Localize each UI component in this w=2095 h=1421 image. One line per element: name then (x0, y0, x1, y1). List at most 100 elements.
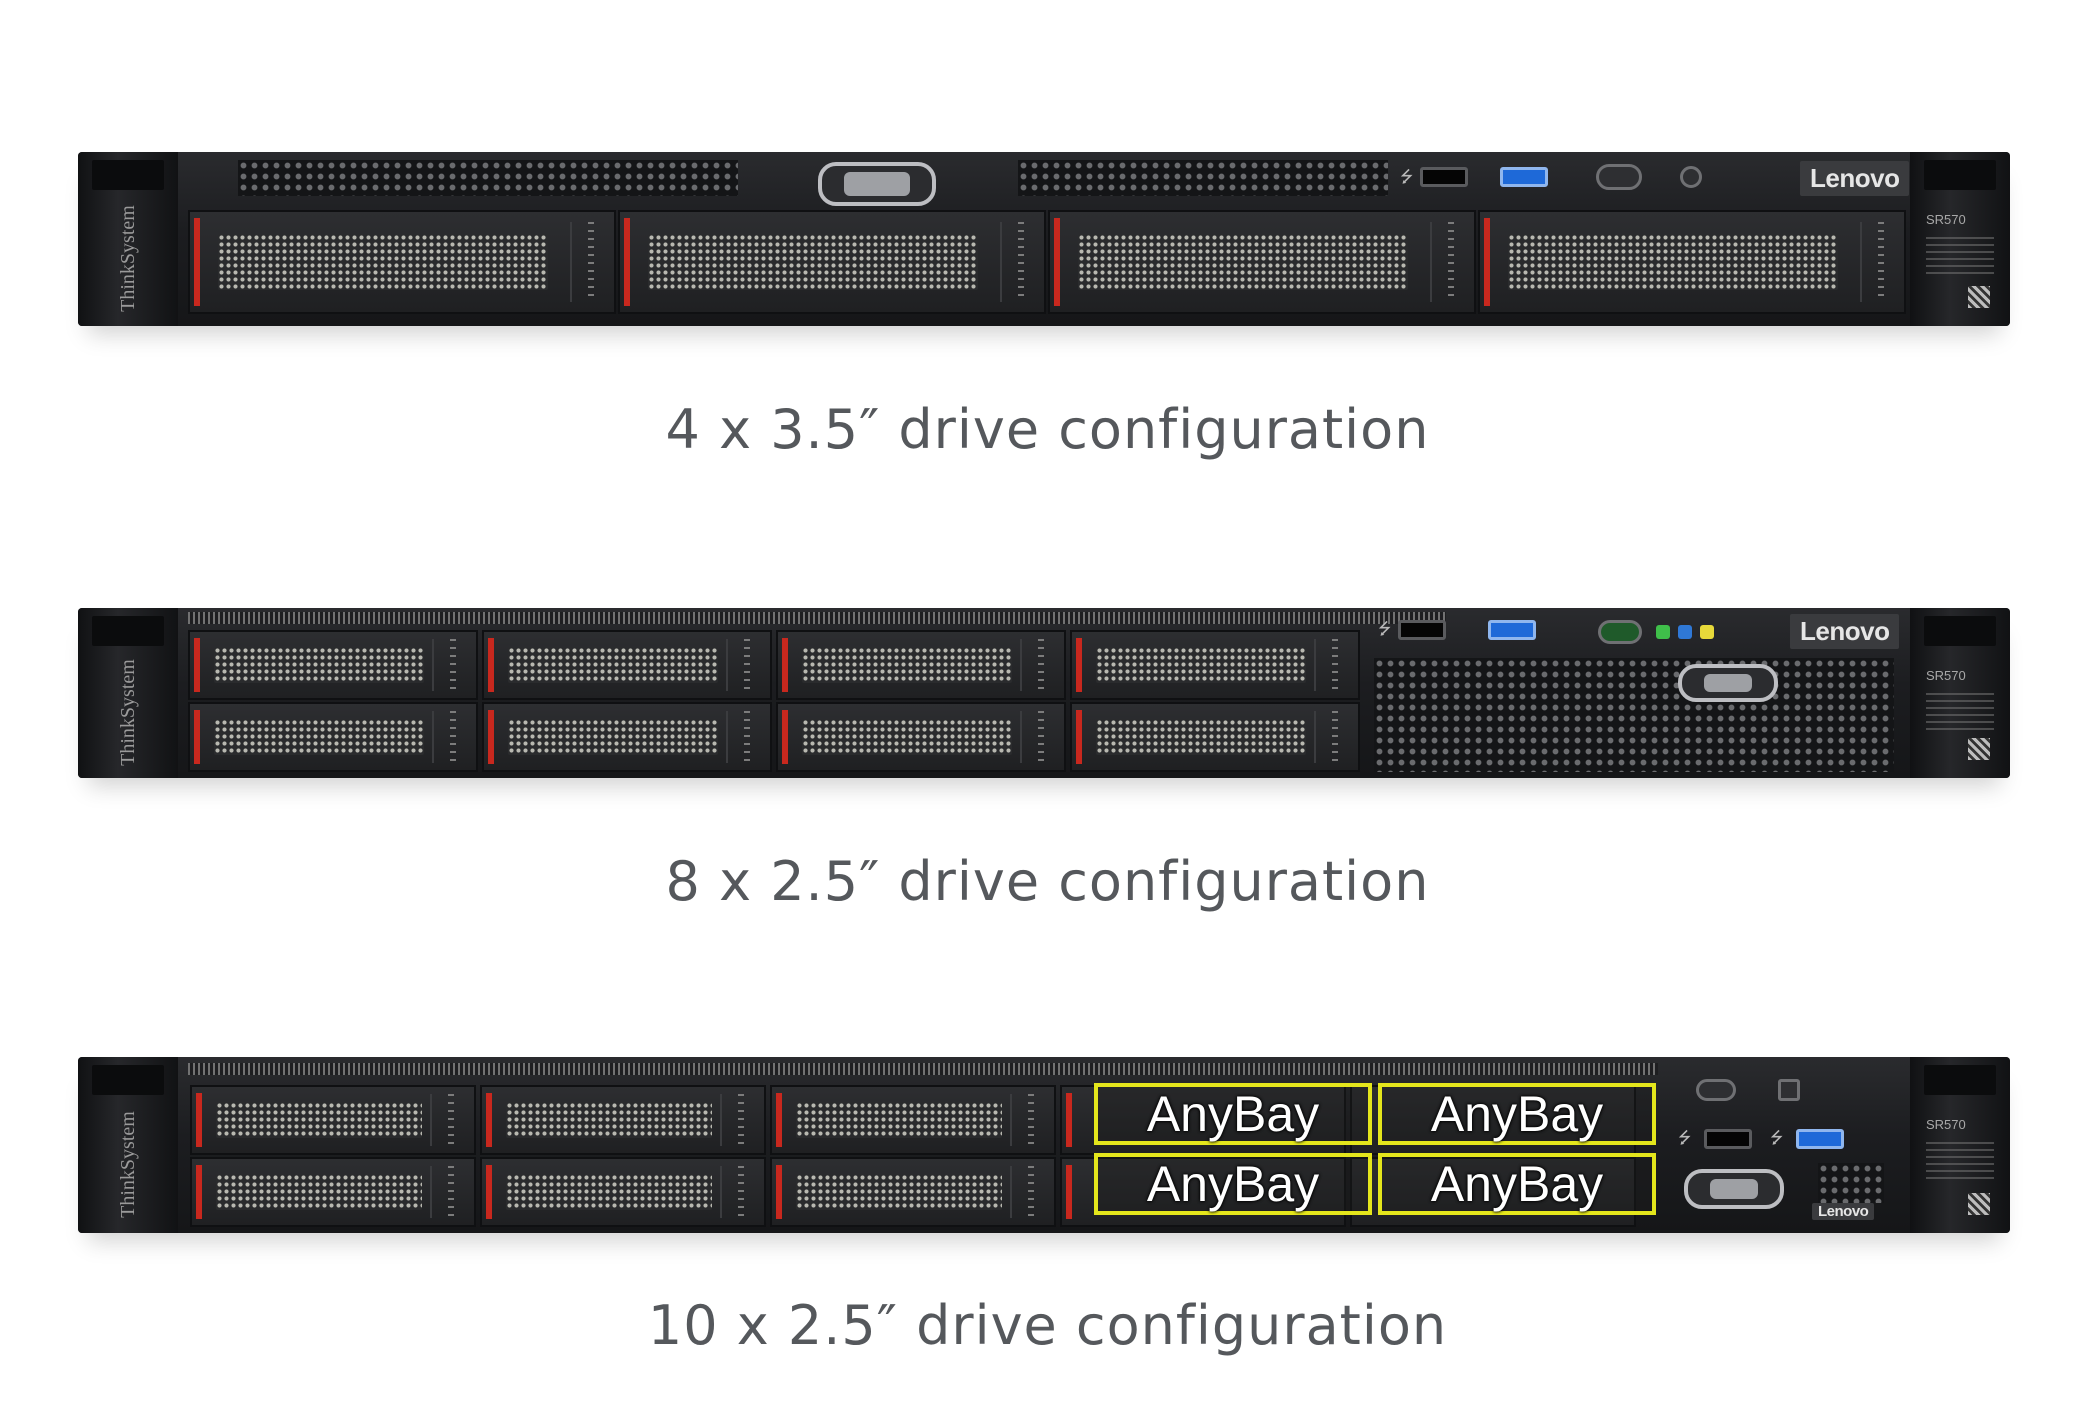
top-vent-strip (188, 612, 1446, 624)
drive-grille (508, 718, 718, 756)
usb-icon: ⭍ (1378, 619, 1392, 638)
drive-grille (508, 646, 718, 684)
anybay-highlight-2: AnyBay (1378, 1083, 1656, 1145)
drive-handle (1000, 222, 1036, 302)
drive-handle (1314, 710, 1350, 764)
drive-handle (430, 1093, 466, 1147)
drive-grille (1078, 234, 1408, 290)
lenovo-logo: Lenovo (1790, 614, 1900, 649)
drive-handle (1010, 1165, 1046, 1219)
lenovo-logo: Lenovo (1812, 1203, 1875, 1220)
top-vent-left (238, 160, 738, 196)
drive-bay-2.5-2 (480, 1085, 766, 1155)
right-rack-ear: SR570 (1910, 608, 2010, 778)
server-front-4x35: ThinkSystem ⭍ Lenovo (78, 152, 2010, 326)
power-button (1596, 164, 1642, 190)
drive-latch (194, 218, 200, 306)
drive-grille (648, 234, 978, 290)
drive-handle (1314, 638, 1350, 692)
drive-latch (776, 1093, 782, 1147)
drive-bay-2.5-3 (776, 630, 1066, 700)
server-front-10x25: ThinkSystem AnyBay AnyBay AnyBay AnyBay … (78, 1057, 2010, 1233)
front-vent (1374, 658, 1894, 772)
drive-bay-2.5-7 (776, 702, 1066, 772)
drive-latch (1054, 218, 1060, 306)
fault-led (1700, 625, 1714, 639)
usb-port (1420, 167, 1468, 187)
anybay-label: AnyBay (1146, 1156, 1320, 1212)
ear-notch (1924, 1065, 1996, 1095)
side-label: ThinkSystem (116, 204, 139, 312)
drive-latch (486, 1165, 492, 1219)
usb3-port (1488, 620, 1536, 640)
drive-handle (720, 1165, 756, 1219)
drive-grille (1096, 718, 1306, 756)
drive-bay-2.5-4 (1070, 630, 1360, 700)
drive-latch (194, 638, 200, 692)
usb-port (1704, 1129, 1752, 1149)
right-rack-ear: SR570 (1910, 152, 2010, 326)
drive-latch (486, 1093, 492, 1147)
drive-grille (1096, 646, 1306, 684)
drive-handle (1860, 222, 1896, 302)
drive-grille (506, 1173, 712, 1211)
anybay-bay-3 (1060, 1157, 1346, 1227)
drive-handle (1020, 638, 1056, 692)
side-label: ThinkSystem (116, 658, 139, 766)
usb-port (1398, 620, 1446, 640)
ear-notch (92, 160, 164, 190)
drive-latch (488, 638, 494, 692)
drive-bay-2.5-5 (188, 702, 478, 772)
drive-handle (726, 638, 762, 692)
drive-latch (488, 710, 494, 764)
drive-latch (1076, 638, 1082, 692)
drive-handle (1430, 222, 1466, 302)
drive-grille (214, 718, 424, 756)
usb3-port (1500, 167, 1548, 187)
drive-latch (196, 1165, 202, 1219)
drive-handle (430, 1165, 466, 1219)
drive-latch (1484, 218, 1490, 306)
anybay-bay-4 (1350, 1157, 1636, 1227)
drive-bay-2.5-5 (480, 1157, 766, 1227)
top-vent-right (1018, 160, 1388, 196)
drive-handle (432, 710, 468, 764)
vga-port (1684, 1169, 1784, 1209)
drive-grille (216, 1173, 422, 1211)
left-rack-ear: ThinkSystem (78, 1057, 178, 1233)
usb-icon: ⭍ (1400, 167, 1414, 186)
drive-grille (218, 234, 548, 290)
drive-bay-2.5-6 (482, 702, 772, 772)
drive-latch (782, 638, 788, 692)
drive-handle (1020, 710, 1056, 764)
drive-bay-3.5-1 (188, 210, 616, 314)
model-label: SR570 (1926, 1117, 1994, 1182)
drive-handle (720, 1093, 756, 1147)
drive-bay-2.5-4 (190, 1157, 476, 1227)
drive-grille (506, 1101, 712, 1139)
drive-latch (1076, 710, 1082, 764)
vga-port (1678, 664, 1778, 702)
drive-latch (1066, 1093, 1072, 1147)
lenovo-logo: Lenovo (1800, 161, 1910, 196)
drive-latch (1066, 1165, 1072, 1219)
anybay-label: AnyBay (1146, 1086, 1320, 1142)
drive-grille (802, 646, 1012, 684)
drive-bay-2.5-6 (770, 1157, 1056, 1227)
network-led (1656, 625, 1670, 639)
drive-handle (432, 638, 468, 692)
config-caption: 4 x 3.5″ drive configuration (665, 398, 1430, 461)
drive-bay-2.5-1 (190, 1085, 476, 1155)
drive-grille (214, 646, 424, 684)
drive-bay-2.5-8 (1070, 702, 1360, 772)
anybay-highlight-3: AnyBay (1094, 1153, 1372, 1215)
ear-notch (92, 1065, 164, 1095)
drive-bay-2.5-1 (188, 630, 478, 700)
drive-grille (216, 1101, 422, 1139)
qr-code (1968, 286, 1990, 308)
power-button (1696, 1079, 1736, 1101)
id-button (1680, 166, 1702, 188)
drive-bay-3.5-2 (618, 210, 1046, 314)
drive-grille (796, 1173, 1002, 1211)
qr-code (1968, 1193, 1990, 1215)
